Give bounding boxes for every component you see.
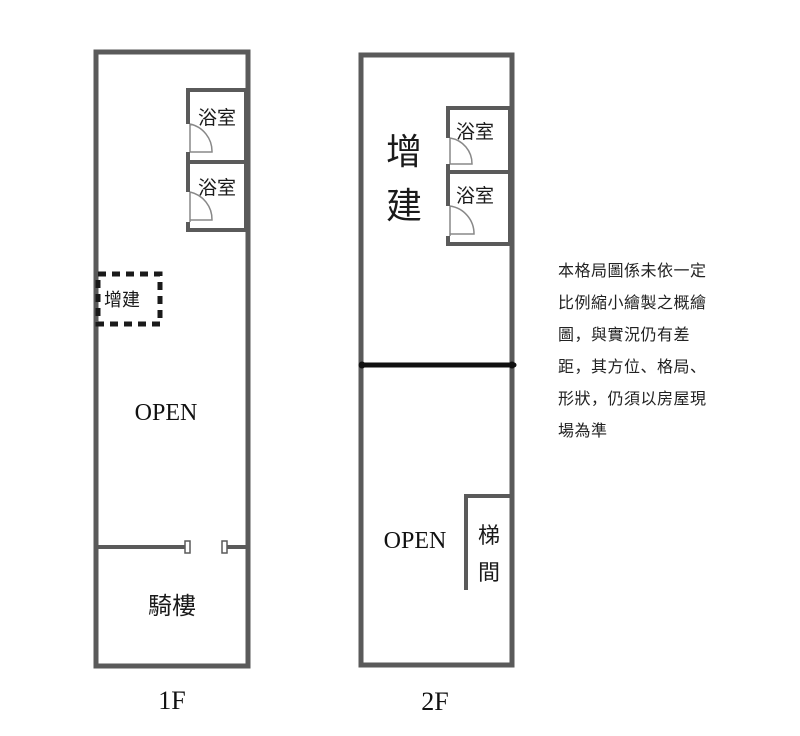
floor-2f-bathroom-1-label: 浴室 <box>456 121 494 143</box>
disclaimer-line: 距，其方位、格局、 <box>558 357 707 376</box>
disclaimer-note: 本格局圖係未依一定 比例縮小繪製之概繪 圖，與實況仍有差 距，其方位、格局、 形… <box>558 255 758 447</box>
floor-1f-bathroom-1-door-swing <box>189 123 213 153</box>
floor-2f-stairwell-label-bottom: 間 <box>478 561 500 586</box>
floor-1f-bathroom-2-door-swing <box>189 191 213 222</box>
floor-1f-door-jamb-left <box>184 540 191 554</box>
floor-1f-arcade-label: 騎樓 <box>148 592 196 620</box>
floor-2f-outer-wall <box>358 52 515 668</box>
disclaimer-line: 圖，與實況仍有差 <box>558 325 691 344</box>
floor-2f-stairwell-label-top: 梯 <box>478 524 500 549</box>
floor-1f-extension-area <box>95 271 163 327</box>
disclaimer-line: 形狀，仍須以房屋現 <box>558 389 707 408</box>
disclaimer-line: 比例縮小繪製之概繪 <box>558 293 707 312</box>
floor-1f-extension-label: 增建 <box>104 290 140 311</box>
floor-1f-bathroom-2-label: 浴室 <box>198 177 236 199</box>
floor-1f-open-label: OPEN <box>135 400 198 426</box>
floor-2f-divider-end-right <box>508 361 516 369</box>
floor-2f-bathroom-2-door-swing <box>449 205 475 236</box>
floor-2f-stairwell-wall <box>464 494 510 590</box>
floor-1f-door-jamb-right <box>221 540 228 554</box>
floor-1f-outer-wall <box>93 49 251 669</box>
floor-2f-bathroom-1-door-swing <box>449 137 473 165</box>
floor-1f-plan: 浴室 浴室 增建 OPEN 騎樓 1F <box>93 49 251 715</box>
disclaimer-line: 本格局圖係未依一定 <box>558 261 707 280</box>
floor-2f-plan: 增 建 浴室 浴室 OPEN 梯 間 2F <box>358 52 517 716</box>
floor-1f-label: 1F <box>158 686 185 715</box>
floor-2f-open-label: OPEN <box>384 528 447 554</box>
floor-2f-divider-end-left <box>358 361 366 369</box>
floor-2f-extension-label-top: 增 <box>386 132 422 173</box>
floor-2f-extension-label-bottom: 建 <box>386 186 422 227</box>
floor-2f-label: 2F <box>421 687 448 716</box>
disclaimer-line: 場為準 <box>558 421 608 440</box>
floor-1f-bathroom-1-label: 浴室 <box>198 107 236 129</box>
floor-2f-bathroom-2-label: 浴室 <box>456 185 494 207</box>
